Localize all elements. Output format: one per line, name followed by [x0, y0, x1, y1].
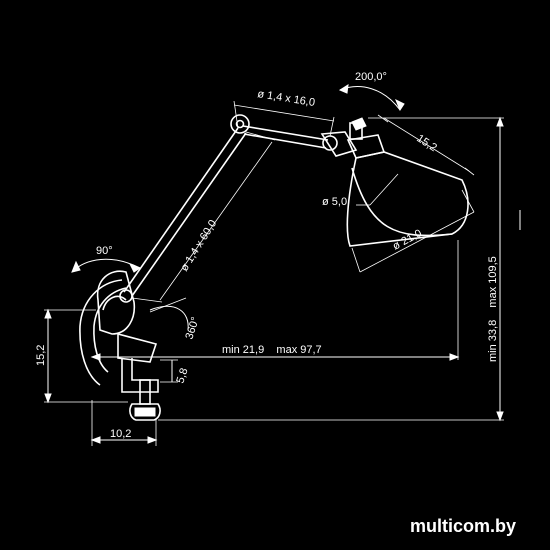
clamp-height-label: 15,2	[35, 345, 47, 366]
clamp-width-label: 10,2	[110, 428, 131, 440]
shade-depth-label: 15,2	[414, 132, 439, 154]
angle-base-label: 90°	[96, 245, 113, 257]
arm-rod-top-label: ø 1,4 x 16,0	[257, 88, 316, 109]
dimension-lines	[44, 84, 521, 446]
reach-label: min 21,9 max 97,7	[222, 344, 322, 356]
shade-top-diameter-label: ø 5,0	[322, 196, 347, 208]
total-height-label: min 33,8 max 109,5	[487, 256, 499, 362]
watermark: multicom.by	[410, 516, 516, 536]
rotation-head-label: 200,0°	[355, 71, 387, 83]
lamp-outline	[79, 114, 469, 421]
clamp-opening-label: 5,8	[174, 367, 190, 385]
rotation-base-label: 360°	[183, 316, 201, 341]
arm-rod-main-label: ø 1,4 x 60,0	[178, 218, 219, 274]
